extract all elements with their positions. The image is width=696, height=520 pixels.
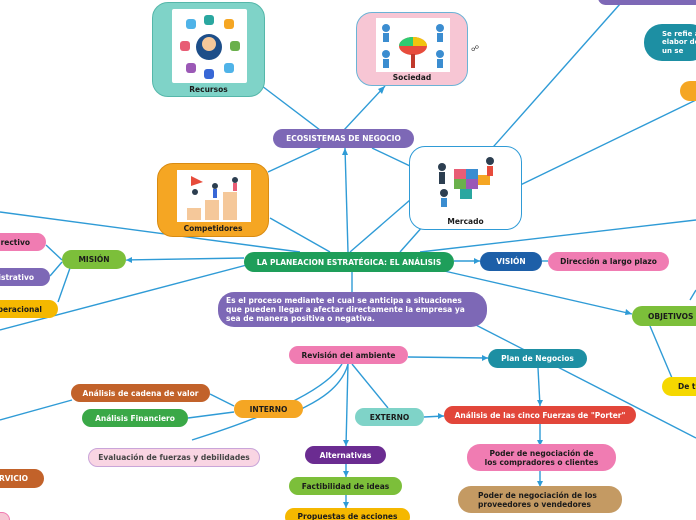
recursos-image xyxy=(172,9,247,83)
externo-node[interactable]: EXTERNO xyxy=(355,408,424,426)
proveedores-node[interactable]: Poder de negociación de los proveedores … xyxy=(458,486,622,513)
financiero-node[interactable]: Análisis Financiero xyxy=(82,409,188,427)
alternativas-node[interactable]: Alternativas xyxy=(305,446,386,464)
propuestas-node[interactable]: Propuestas de acciones xyxy=(285,508,410,520)
porter-node[interactable]: Análisis de las cinco Fuerzas de "Porter… xyxy=(444,406,636,424)
recursos-caption: Recursos xyxy=(189,85,228,94)
competidores-image xyxy=(177,170,251,222)
head-gears-illustration xyxy=(180,15,240,79)
sociedad-caption: Sociedad xyxy=(392,73,432,82)
ecosistemas-node[interactable]: ECOSISTEMAS DE NEGOCIO xyxy=(273,129,414,148)
mision-administrativo-node[interactable]: istrativo xyxy=(0,268,50,286)
mercado-card[interactable]: Mercado xyxy=(409,146,522,230)
puzzle-team-illustration xyxy=(438,157,494,207)
compradores-node[interactable]: Poder de negociación de los compradores … xyxy=(467,444,616,471)
sociedad-card[interactable]: Sociedad xyxy=(356,12,468,86)
definition-node[interactable]: Es el proceso mediante el cual se antici… xyxy=(218,292,487,327)
mision-directivo-node[interactable]: rectivo xyxy=(0,233,46,251)
top-right-bar-node[interactable] xyxy=(598,0,696,5)
cadena-node[interactable]: Análisis de cadena de valor xyxy=(71,384,210,402)
top-right-orange-node[interactable] xyxy=(680,81,696,101)
sociedad-image xyxy=(376,18,450,72)
revision-node[interactable]: Revisión del ambiente xyxy=(289,346,408,364)
evaluacion-node[interactable]: Evaluación de fuerzas y debilidades xyxy=(88,448,260,467)
interno-node[interactable]: INTERNO xyxy=(234,400,303,418)
competidores-caption: Competidores xyxy=(183,224,243,233)
objetivos-node[interactable]: OBJETIVOS xyxy=(632,306,696,326)
mercado-caption: Mercado xyxy=(447,217,484,226)
people-stairs-illustration xyxy=(187,176,238,220)
plan-node[interactable]: Plan de Negocios xyxy=(488,349,587,368)
objetivos-detail-node[interactable]: De ti xyxy=(662,377,696,396)
servicio-node[interactable]: RVICIO xyxy=(0,469,44,488)
mision-node[interactable]: MISIÓN xyxy=(62,250,126,269)
competidores-card[interactable]: Competidores xyxy=(157,163,269,237)
vision-node[interactable]: VISIÓN xyxy=(480,252,542,271)
mercado-image xyxy=(432,153,502,209)
people-chart-illustration xyxy=(382,24,444,68)
top-right-note-node[interactable]: Se refie a elabor de un se xyxy=(644,24,696,61)
link-icon[interactable]: ☍ xyxy=(471,44,480,53)
vision-detail-node[interactable]: Dirección a largo plazo xyxy=(548,252,669,271)
central-topic[interactable]: LA PLANEACION ESTRATÉGICA: EL ANÁLISIS xyxy=(244,252,454,272)
mision-operacional-node[interactable]: peracional xyxy=(0,300,58,318)
factibilidad-node[interactable]: Factibilidad de ideas xyxy=(289,477,402,495)
recursos-card[interactable]: Recursos xyxy=(152,2,265,97)
